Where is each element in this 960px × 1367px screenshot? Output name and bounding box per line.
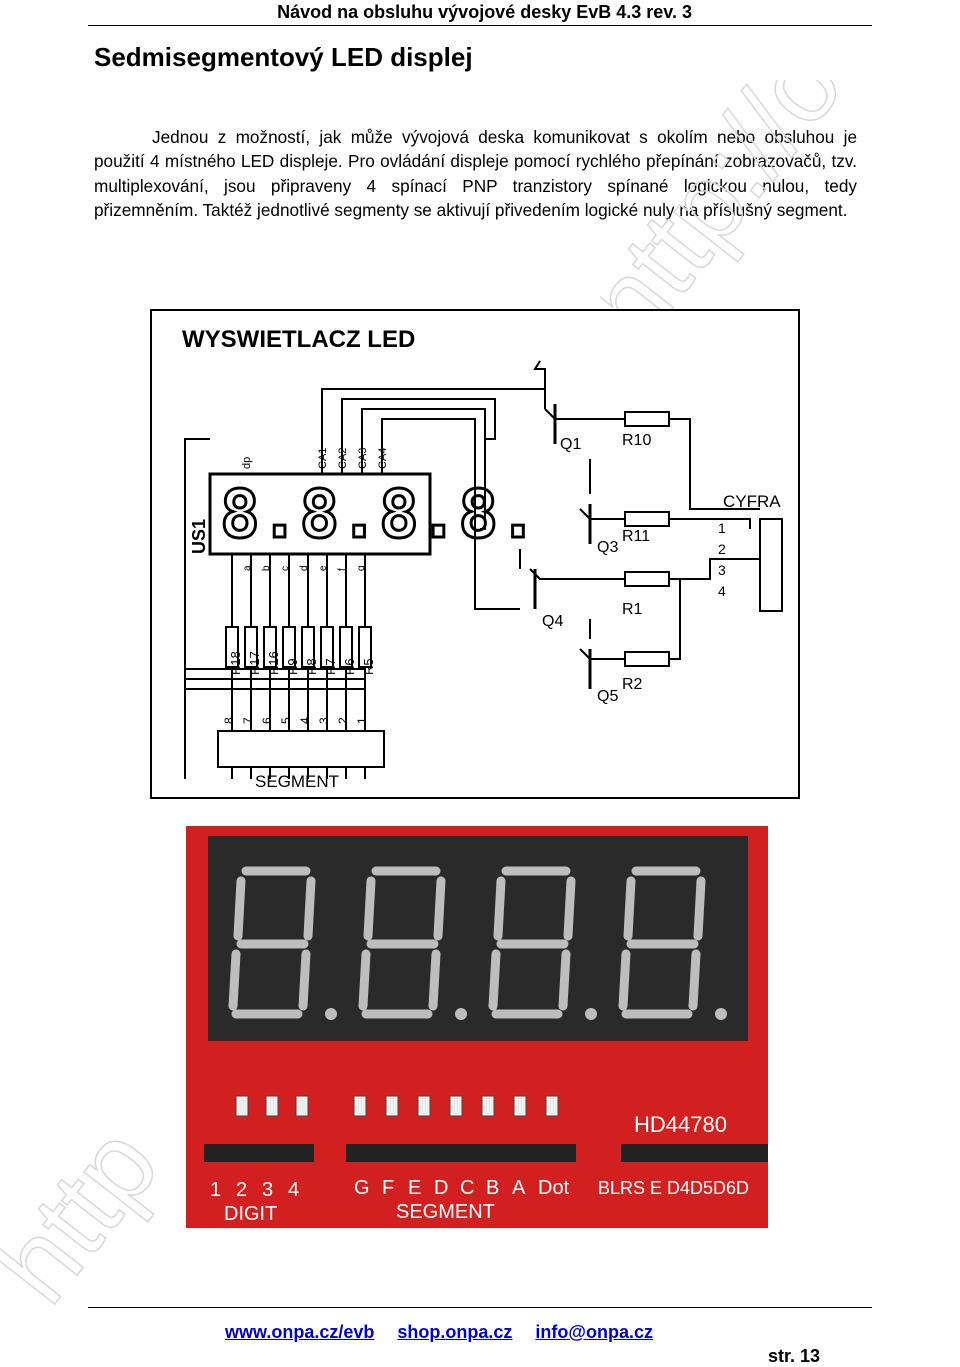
segment-letter-f: F xyxy=(382,1177,394,1199)
resistor-label: R9 xyxy=(285,658,300,675)
transistors xyxy=(533,404,592,689)
schematic-diagram: WYSWIETLACZ LED 8.8.8.8. US1 SEGMENT Q xyxy=(150,309,800,799)
segment-pin-label: 1 xyxy=(355,717,369,724)
section-heading: Sedmisegmentový LED displej xyxy=(94,42,473,72)
digit-number-2: 2 xyxy=(236,1179,247,1201)
top-pin-label: dp xyxy=(241,457,253,469)
cyfra-label: CYFRA xyxy=(723,492,781,511)
display-body xyxy=(208,472,432,556)
cyfra-connector xyxy=(759,518,783,612)
footer-rule xyxy=(88,1307,872,1308)
q3-label: Q3 xyxy=(597,539,618,556)
bottom-pin-label: g xyxy=(356,565,367,571)
segment-pin-label: 4 xyxy=(298,717,312,724)
display-ref: US1 xyxy=(189,519,209,554)
bottom-pin-label: c xyxy=(280,566,291,571)
r10-label: R10 xyxy=(622,432,651,449)
segment-pin-label: 6 xyxy=(260,717,274,724)
r2-label: R2 xyxy=(622,676,643,693)
resistor-label: R16 xyxy=(266,651,281,675)
r1-label: R1 xyxy=(622,601,643,618)
footer-link-evb[interactable]: www.onpa.cz/evb xyxy=(225,1322,375,1342)
display-digits: 8.8.8.8. xyxy=(220,476,538,553)
top-pin-label: CA2 xyxy=(337,448,349,469)
board-photo: 1 2 3 4 DIGIT G F E D C B A Dot SEGMENT … xyxy=(186,826,768,1228)
smd-resistors xyxy=(235,1095,559,1117)
bottom-pin-label: d xyxy=(299,565,310,571)
digit-label: DIGIT xyxy=(224,1203,277,1225)
header-rule xyxy=(88,25,872,26)
q5-label: Q5 xyxy=(597,688,618,705)
footer-link-shop[interactable]: shop.onpa.cz xyxy=(397,1322,513,1342)
segment-pin-label: 2 xyxy=(336,717,350,724)
lcd-pins-label: BLRS E D4D5D6D xyxy=(598,1178,749,1198)
cyfra-pin-1: 1 xyxy=(718,520,726,536)
segment-connector xyxy=(217,730,385,768)
led-digits xyxy=(228,866,706,1019)
segment-photo-label: SEGMENT xyxy=(396,1201,495,1223)
digit-number-4: 4 xyxy=(288,1179,299,1201)
lcd-label: HD44780 xyxy=(634,1112,727,1137)
pin-headers xyxy=(204,1144,768,1162)
resistor-label: R17 xyxy=(247,651,262,675)
segment-pin-label: 3 xyxy=(317,717,331,724)
board-photo-drawing: 1 2 3 4 DIGIT G F E D C B A Dot SEGMENT … xyxy=(186,826,768,1228)
watermark-text-2: http xyxy=(0,1104,182,1310)
r11-label: R11 xyxy=(622,528,650,545)
segment-pin-label: 5 xyxy=(279,717,293,724)
bottom-pin-label: f xyxy=(337,568,348,571)
top-pin-label: CA4 xyxy=(377,448,389,469)
digit-number-3: 3 xyxy=(262,1179,273,1201)
resistor-label: R5 xyxy=(361,658,376,675)
base-resistors xyxy=(624,411,670,667)
header-title: Návod na obsluhu vývojové desky EvB 4.3 … xyxy=(277,2,692,22)
digit-number-1: 1 xyxy=(210,1179,221,1201)
led-dots xyxy=(325,1008,727,1020)
body-paragraph: Jednou z možností, jak může vývojová des… xyxy=(94,125,857,222)
segment-letter-dot: Dot xyxy=(538,1177,570,1199)
resistor-label: R7 xyxy=(323,658,338,675)
cyfra-pin-3: 3 xyxy=(718,562,726,578)
footer-links: www.onpa.cz/evb shop.onpa.cz info@onpa.c… xyxy=(225,1322,671,1343)
segment-pin-label: 8 xyxy=(222,717,236,724)
segment-connector-label: SEGMENT xyxy=(255,772,339,791)
schematic-title: WYSWIETLACZ LED xyxy=(182,326,415,353)
segment-letter-d: D xyxy=(434,1177,448,1199)
q1-label: Q1 xyxy=(560,436,581,453)
segment-letter-c: C xyxy=(460,1177,474,1199)
segment-letter-b: B xyxy=(486,1177,499,1199)
bottom-pin-label: b xyxy=(261,565,272,571)
cyfra-pin-4: 4 xyxy=(718,583,726,599)
footer-link-email[interactable]: info@onpa.cz xyxy=(535,1322,653,1342)
resistor-label: R6 xyxy=(342,658,357,675)
cyfra-pin-2: 2 xyxy=(718,541,726,557)
page-number: str. 13 xyxy=(768,1346,821,1366)
segment-letter-e: E xyxy=(408,1177,421,1199)
segment-resistors xyxy=(225,626,372,668)
q4-label: Q4 xyxy=(542,613,563,630)
page-header: Návod na obsluhu vývojové desky EvB 4.3 … xyxy=(0,0,960,28)
resistor-label: R18 xyxy=(228,651,243,675)
paragraph-text: Jednou z možností, jak může vývojová des… xyxy=(94,127,857,220)
segment-letter-g: G xyxy=(354,1177,370,1199)
top-pin-label: CA1 xyxy=(317,448,329,469)
resistor-label: R8 xyxy=(304,658,319,675)
segment-pin-label: 7 xyxy=(241,717,255,724)
bottom-pin-label: e xyxy=(318,565,329,571)
top-pin-label: CA3 xyxy=(357,448,369,469)
bottom-pin-label: a xyxy=(242,565,253,571)
segment-letter-a: A xyxy=(512,1177,526,1199)
